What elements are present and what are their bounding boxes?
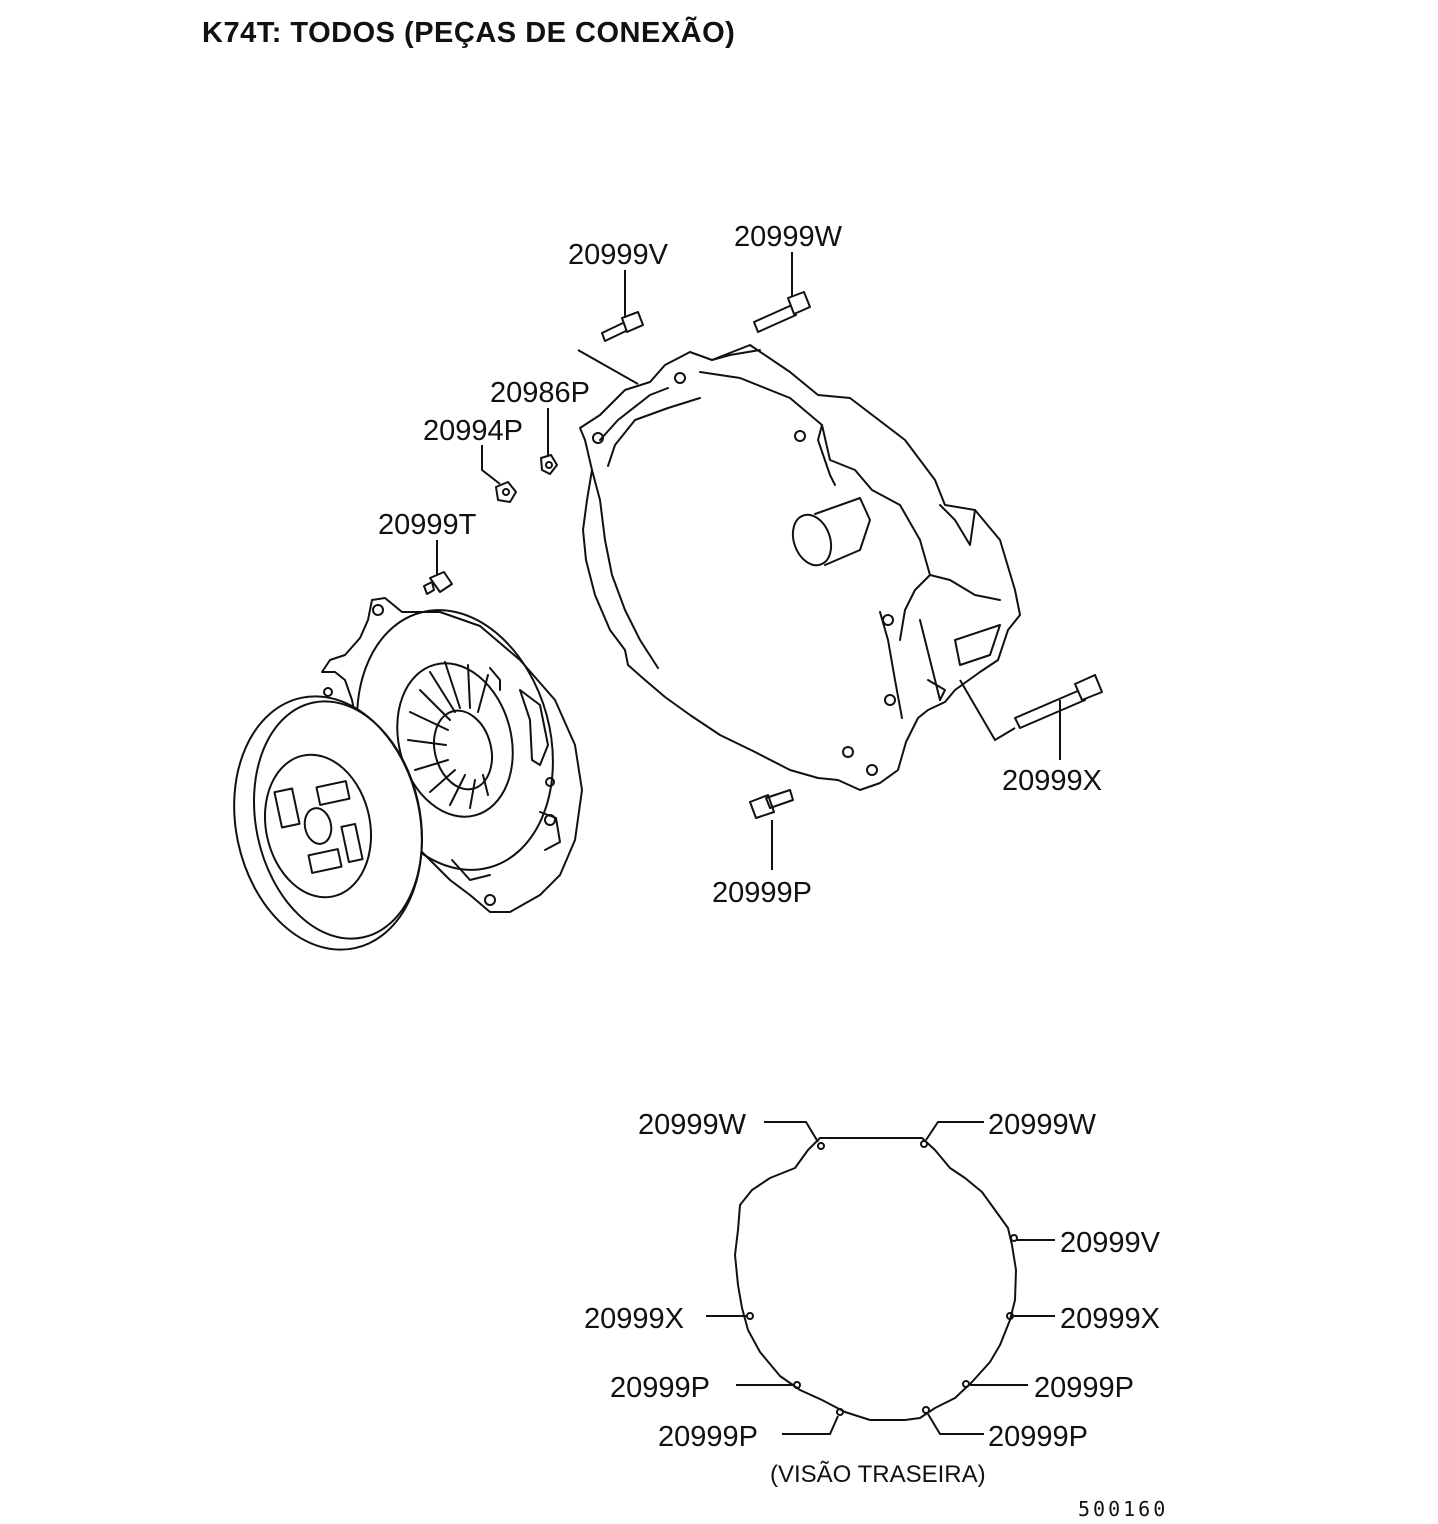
exploded-leader-lines (436, 252, 1061, 870)
rear-callout-20999P-left-upper: 20999P (610, 1372, 710, 1404)
rear-leader-lines (706, 1121, 1055, 1435)
rear-callout-20999V-right: 20999V (1060, 1227, 1161, 1259)
callout-20999P: 20999P (712, 877, 812, 909)
rear-callout-20999X-left: 20999X (584, 1303, 684, 1335)
bolt-20999P (749, 789, 794, 819)
bolt-20999V (601, 311, 644, 342)
rear-callout-20999W-right: 20999W (988, 1109, 1097, 1141)
callout-20999W: 20999W (734, 221, 843, 253)
callout-20999X: 20999X (1002, 765, 1102, 797)
callout-20994P: 20994P (423, 415, 523, 447)
clutch-disc (233, 695, 423, 951)
rear-view: 20999W 20999W 20999V 20999X 20999X 20999… (584, 1109, 1161, 1488)
callout-20999V: 20999V (568, 239, 669, 271)
bolt-20999T (423, 571, 453, 595)
exploded-view: 20999V 20999W 20986P 20994P 20999T 20999… (233, 221, 1103, 951)
nut-20986P (540, 454, 558, 475)
rear-view-outline (734, 1137, 1017, 1421)
clutch-housing (579, 344, 1021, 791)
clutch-cover (321, 597, 583, 913)
rear-callout-20999P-left-lower: 20999P (658, 1421, 758, 1453)
rear-callout-20999P-right-lower: 20999P (988, 1421, 1088, 1453)
nut-20994P (495, 481, 517, 503)
rear-callout-20999W-left: 20999W (638, 1109, 747, 1141)
callout-20986P: 20986P (490, 377, 590, 409)
diagram-title: K74T: TODOS (PEÇAS DE CONEXÃO) (202, 15, 735, 49)
callout-20999T: 20999T (378, 509, 477, 541)
rear-view-caption: (VISÃO TRASEIRA) (770, 1461, 986, 1488)
bolt-20999X (1014, 674, 1103, 729)
bolt-20999W (753, 291, 811, 333)
rear-callout-20999P-right-upper: 20999P (1034, 1372, 1134, 1404)
figure-number: 500160 (1078, 1497, 1168, 1521)
rear-callout-20999X-right: 20999X (1060, 1303, 1160, 1335)
